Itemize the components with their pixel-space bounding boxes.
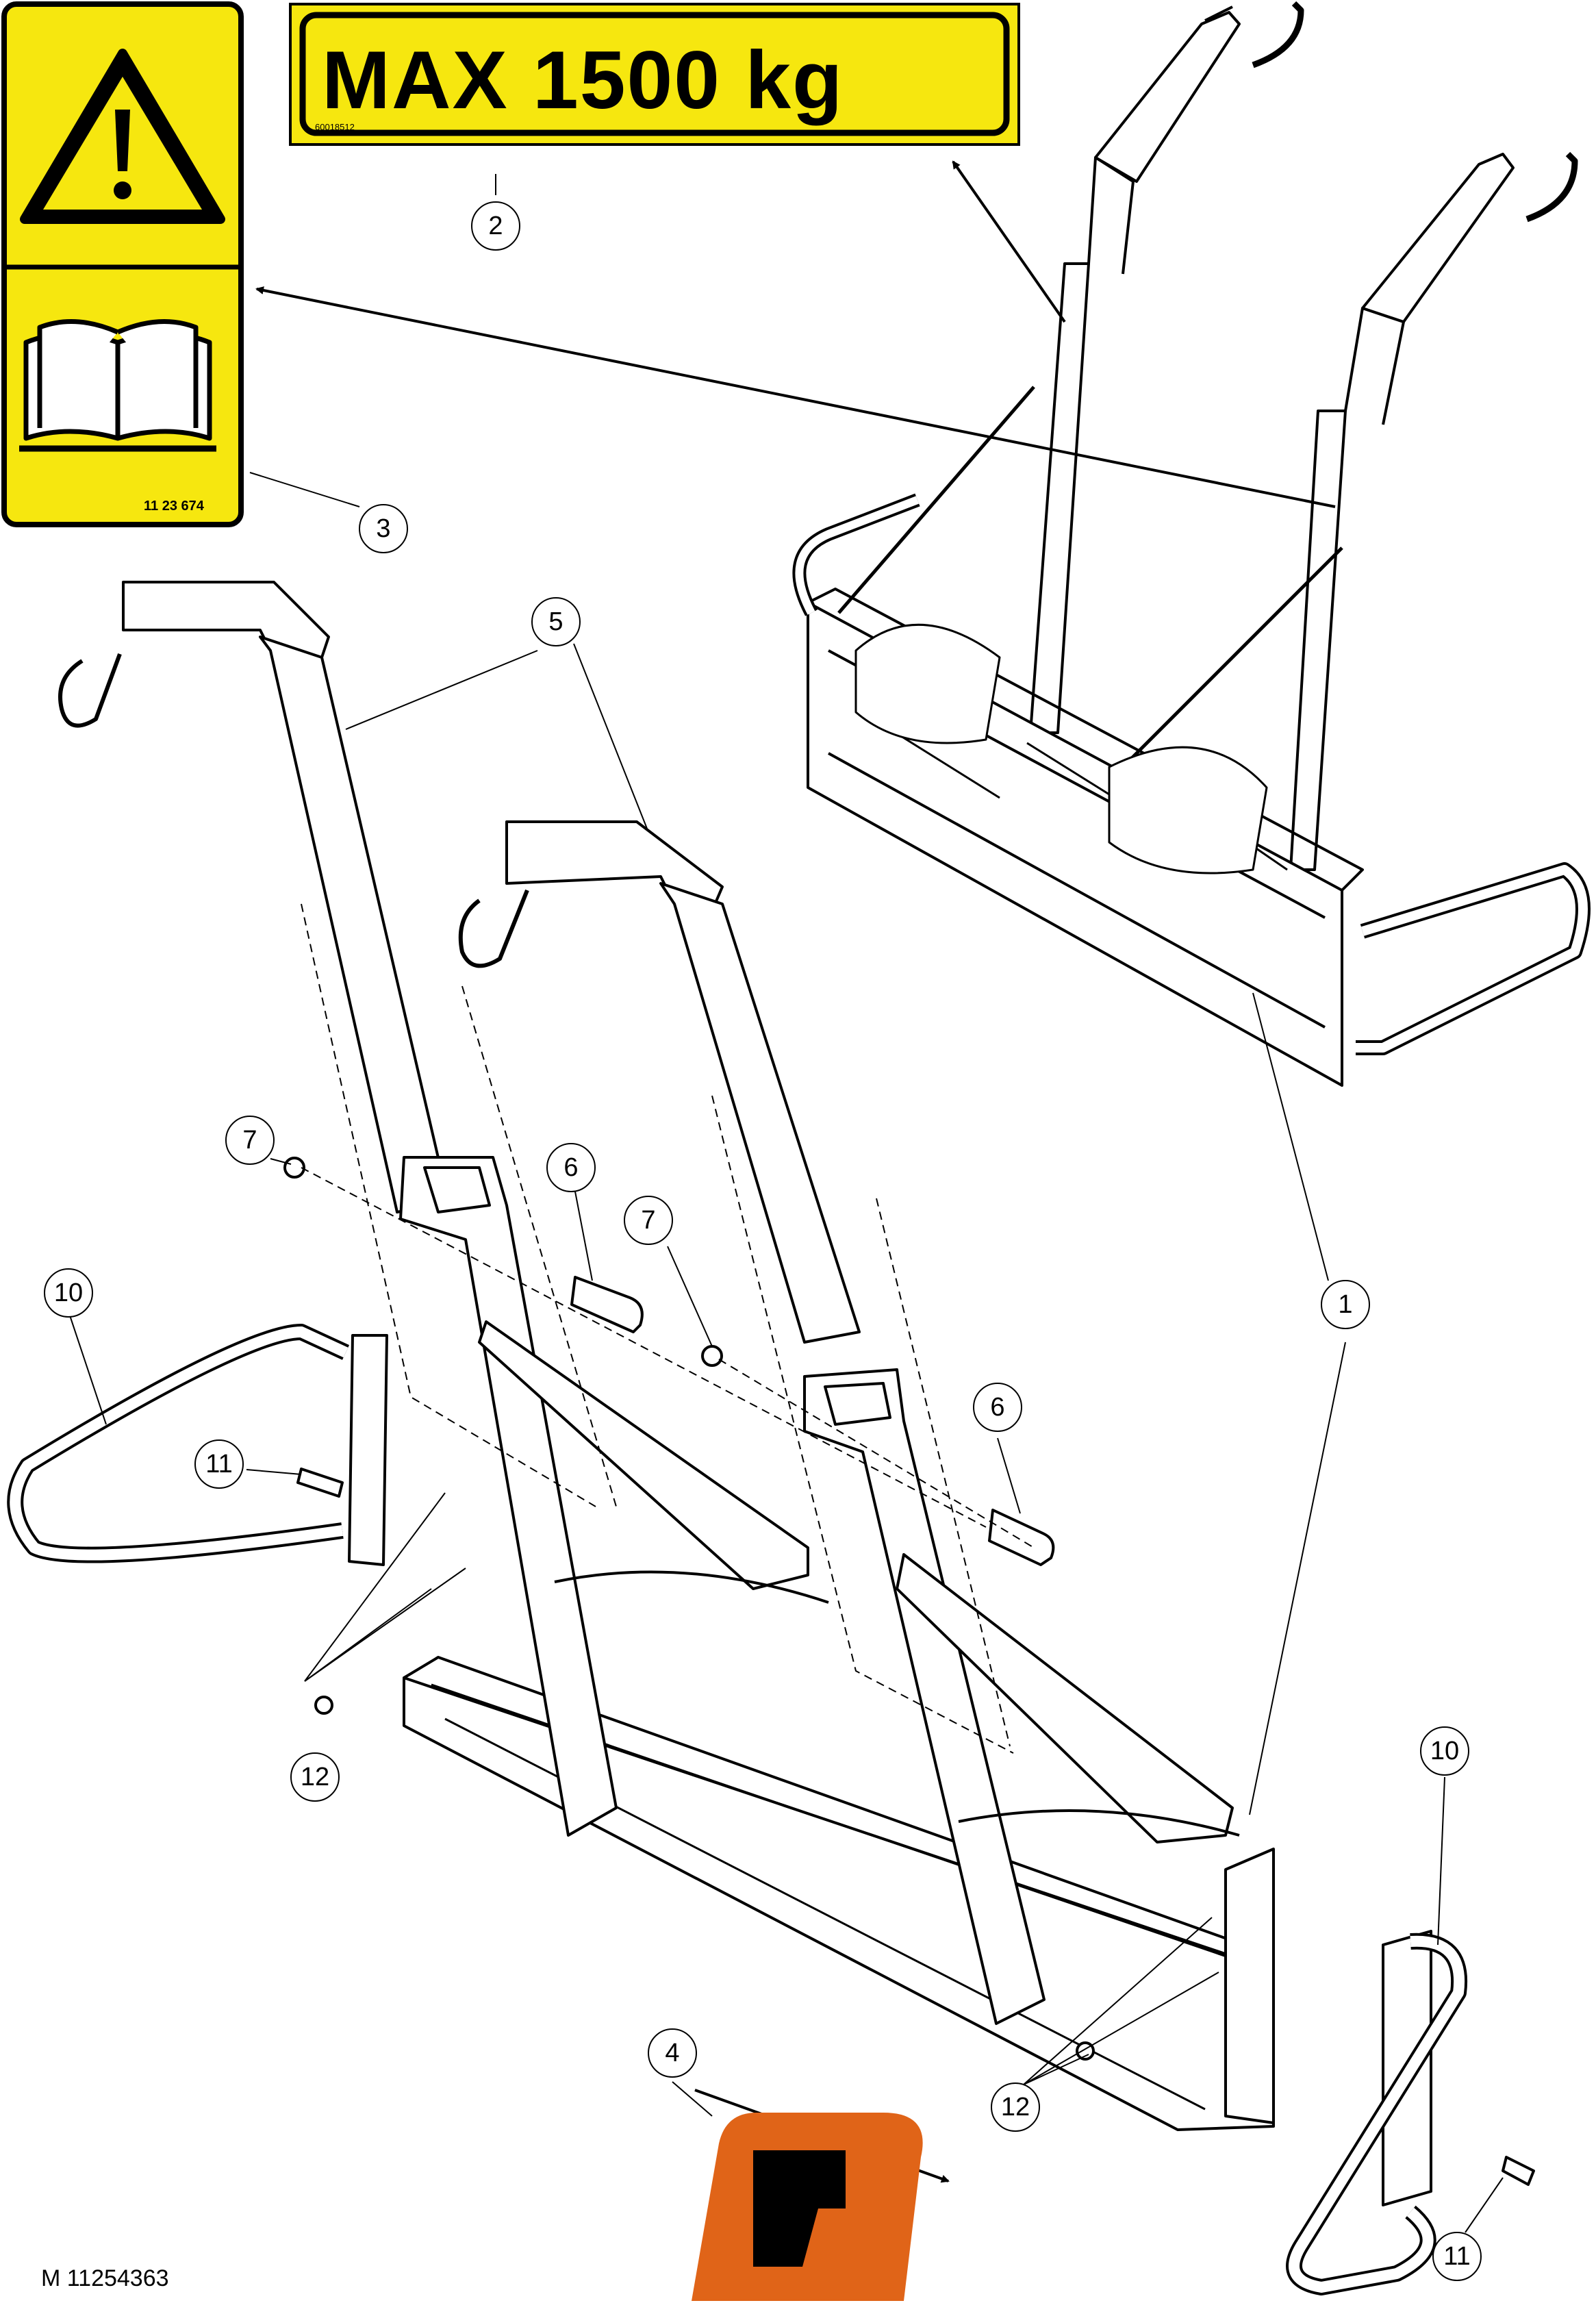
svg-text:12: 12 bbox=[1001, 2093, 1030, 2122]
callout-6-right: 6 bbox=[973, 1383, 1022, 1432]
callout-10-right: 10 bbox=[1420, 1726, 1469, 1776]
svg-text:12: 12 bbox=[301, 1763, 329, 1791]
svg-text:7: 7 bbox=[242, 1126, 257, 1155]
svg-text:10: 10 bbox=[1430, 1737, 1459, 1765]
callout-2: 2 bbox=[471, 201, 520, 251]
warning-triangle-icon bbox=[20, 49, 225, 224]
svg-text:10: 10 bbox=[54, 1279, 83, 1307]
svg-text:11: 11 bbox=[205, 1450, 232, 1478]
callout-11-left: 11 bbox=[194, 1439, 244, 1489]
callout-11-right: 11 bbox=[1432, 2232, 1482, 2281]
svg-text:2: 2 bbox=[488, 212, 503, 240]
max-load-decal: MAX 1500 kg 60018512 bbox=[289, 3, 1020, 146]
svg-text:5: 5 bbox=[548, 607, 563, 636]
max-load-text: MAX 1500 kg bbox=[322, 34, 844, 126]
callout-7-left: 7 bbox=[225, 1116, 275, 1165]
callout-7-right: 7 bbox=[624, 1196, 673, 1245]
svg-text:1: 1 bbox=[1338, 1290, 1352, 1319]
max-load-code: 60018512 bbox=[315, 122, 355, 132]
callout-12-right: 12 bbox=[991, 2082, 1040, 2132]
svg-text:11: 11 bbox=[1443, 2242, 1470, 2271]
callout-1: 1 bbox=[1321, 1280, 1370, 1329]
callout-6-left: 6 bbox=[546, 1143, 596, 1192]
manual-book-icon bbox=[19, 319, 216, 452]
drawing-reference: M 11254363 bbox=[41, 2265, 169, 2291]
callout-12-left: 12 bbox=[290, 1752, 340, 1802]
svg-text:6: 6 bbox=[990, 1393, 1004, 1422]
leader-lines bbox=[68, 160, 1504, 2233]
warning-decal-code: 11 23 674 bbox=[144, 499, 205, 514]
svg-text:3: 3 bbox=[376, 514, 390, 543]
exploded-assembly bbox=[7, 581, 1535, 2295]
callout-4: 4 bbox=[648, 2028, 697, 2078]
callout-5: 5 bbox=[531, 597, 581, 646]
brand-logo-icon bbox=[692, 2113, 923, 2301]
svg-text:7: 7 bbox=[641, 1206, 655, 1235]
svg-text:4: 4 bbox=[665, 2039, 679, 2067]
assembled-attachment bbox=[792, 1, 1591, 1087]
warning-decal: 11 23 674 bbox=[1, 1, 244, 527]
svg-text:6: 6 bbox=[563, 1153, 578, 1182]
callout-10-left: 10 bbox=[44, 1268, 93, 1318]
callout-3: 3 bbox=[359, 504, 408, 553]
